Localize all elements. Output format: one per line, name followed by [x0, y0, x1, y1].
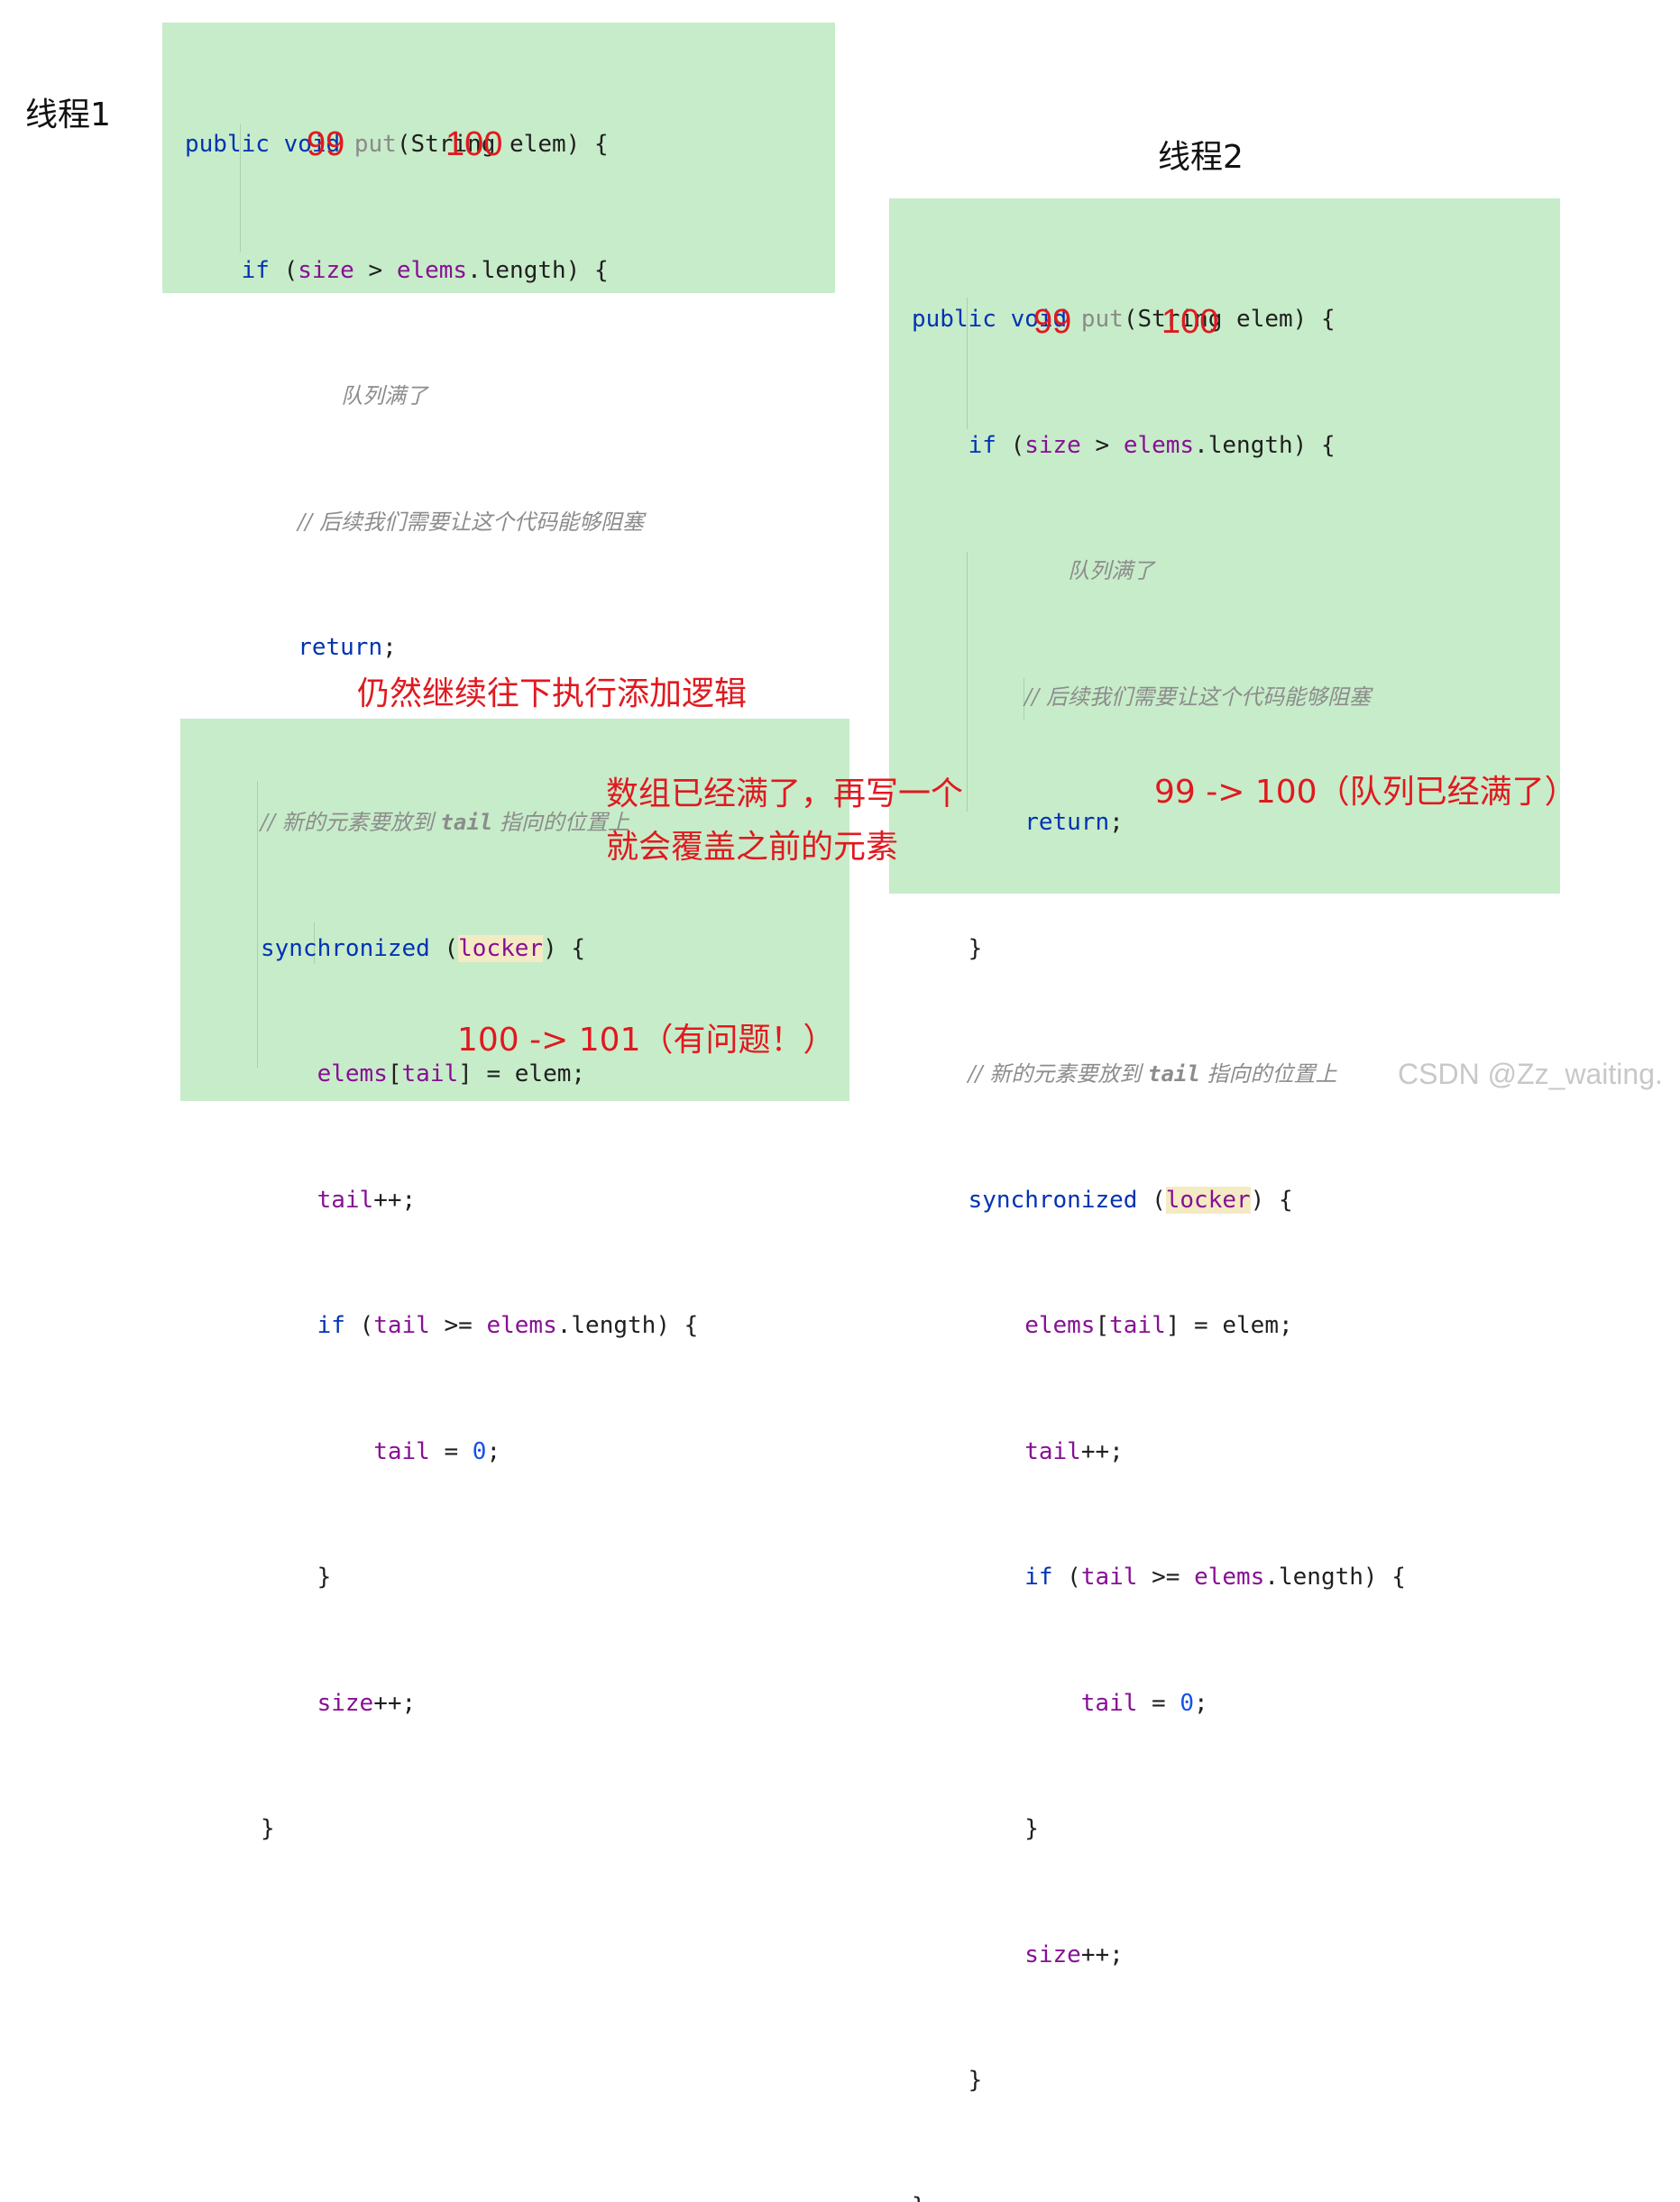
code-line: size++; — [261, 1683, 698, 1725]
code-line: synchronized (locker) { — [912, 1179, 1406, 1222]
code-line: if (tail >= elems.length) { — [261, 1305, 698, 1347]
code-line: if (size > elems.length) { — [912, 425, 1406, 467]
overwrite-note-line1: 数组已经满了，再写一个 — [606, 767, 963, 814]
code-line: } — [261, 1556, 698, 1599]
watermark: CSDN @Zz_waiting. — [1398, 1058, 1663, 1091]
code-line: synchronized (locker) { — [261, 928, 698, 970]
code-line: return; — [185, 627, 644, 669]
code-line: } — [912, 2060, 1406, 2102]
thread1-continued-code: // 新的元素要放到 tail 指向的位置上 synchronized (loc… — [261, 718, 698, 1892]
thread1-size-note: 100 -> 101（有问题！） — [457, 1014, 835, 1060]
code-line: size++; — [912, 1934, 1406, 1977]
thread1-size-99: 99 — [307, 125, 344, 164]
code-line: } — [912, 928, 1406, 970]
thread2-label: 线程2 — [1158, 131, 1244, 178]
thread2-size-99: 99 — [1033, 303, 1071, 342]
code-line: tail = 0; — [261, 1431, 698, 1473]
code-line: if (size > elems.length) { — [185, 250, 644, 292]
thread1-size-100: 100 — [445, 125, 502, 164]
code-line: tail++; — [261, 1179, 698, 1222]
code-line: // 后续我们需要让这个代码能够阻塞 — [185, 501, 644, 544]
overwrite-note-line2: 就会覆盖之前的元素 — [606, 821, 898, 867]
code-line: tail = 0; — [912, 1683, 1406, 1725]
code-line: if (tail >= elems.length) { — [912, 1556, 1406, 1599]
code-line: } — [912, 2186, 1406, 2202]
code-line: 队列满了 — [912, 550, 1406, 592]
code-line: } — [261, 1808, 698, 1850]
code-line: public void put(String elem) { — [185, 124, 644, 166]
thread2-size-100: 100 — [1161, 303, 1218, 342]
code-line: tail++; — [912, 1431, 1406, 1473]
code-line: elems[tail] = elem; — [912, 1305, 1406, 1347]
thread2-size-note: 99 -> 100（队列已经满了） — [1154, 766, 1577, 812]
code-line: } — [912, 1808, 1406, 1850]
code-line: public void put(String elem) { — [912, 298, 1406, 341]
thread1-label: 线程1 — [25, 88, 111, 135]
indent-guide — [257, 781, 258, 1068]
code-line: 队列满了 — [185, 375, 644, 417]
thread2-code: public void put(String elem) { if (size … — [912, 215, 1406, 2202]
continue-note: 仍然继续往下执行添加逻辑 — [357, 667, 747, 714]
thread1-code: public void put(String elem) { if (size … — [185, 40, 644, 837]
code-line: // 后续我们需要让这个代码能够阻塞 — [912, 676, 1406, 719]
code-line: // 新的元素要放到 tail 指向的位置上 — [912, 1053, 1406, 1096]
